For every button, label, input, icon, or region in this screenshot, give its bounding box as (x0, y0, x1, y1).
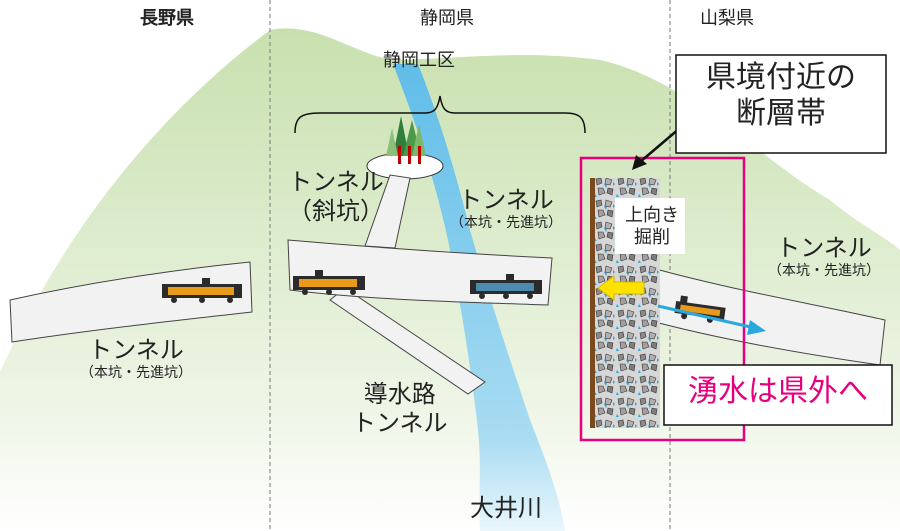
conduit-tunnel-label-line1: 導水路 (363, 380, 436, 408)
nagano-tunnel-label: トンネル （本坑・先進坑） (80, 336, 192, 382)
main-tunnel-label: トンネル （本坑・先進坑） (450, 186, 562, 232)
section-bracket (294, 95, 586, 134)
blue-arrow-head (747, 320, 766, 335)
water-outflow-box (663, 364, 893, 426)
blue-arrow-line (657, 304, 756, 330)
nagano-tunnel-label-line2: （本坑・先進坑） (80, 364, 192, 381)
upward-excavation-label: 上向き 掘削 (625, 205, 679, 248)
prefecture-nagano: 長野県 (140, 8, 194, 29)
callout-pointer-line (639, 127, 681, 163)
fault-highlight-frame (579, 156, 746, 442)
conduit-tunnel-label-line2: トンネル (352, 408, 448, 437)
tbm-machine-nagano (162, 278, 242, 303)
prefecture-shizuoka: 静岡県 (420, 8, 474, 29)
yellow-left-arrow (597, 275, 645, 301)
incline-tunnel-label: トンネル （斜坑） (288, 168, 384, 226)
main-tunnel-label-line2: （本坑・先進坑） (450, 214, 562, 231)
conduit-tunnel-label: 導水路 トンネル (352, 380, 448, 438)
yamanashi-tunnel-label-line1: トンネル (776, 234, 872, 262)
shizuoka-section-label: 静岡工区 (383, 50, 455, 71)
incline-tunnel-label-line2: （斜坑） (288, 196, 384, 225)
fault-zone-rocks-right (615, 250, 660, 428)
trees-icon (386, 116, 426, 164)
nagano-tunnel-label-line1: トンネル (88, 336, 184, 364)
main-tunnel-label-line1: トンネル (458, 186, 554, 214)
upward-excavation-line2: 掘削 (634, 226, 670, 248)
fault-callout-line2: 断層帯 (736, 96, 826, 131)
fault-callout-line1: 県境付近の (706, 60, 856, 95)
incline-tunnel-label-line1: トンネル (288, 168, 384, 196)
fault-zone-rocks-top (615, 178, 660, 198)
river-label: 大井川 (470, 494, 542, 522)
yamanashi-tunnel-label-line2: （本坑・先進坑） (768, 262, 880, 279)
tbm-machine-shizuoka-left (293, 270, 365, 295)
callout-pointer-head (632, 155, 647, 170)
yamanashi-tunnel-label: トンネル （本坑・先進坑） (768, 234, 880, 280)
upward-excavation-line1: 上向き (625, 205, 679, 226)
water-outflow-text: 湧水は県外へ (688, 374, 868, 409)
prefecture-yamanashi: 山梨県 (700, 8, 754, 29)
tbm-machine-shizuoka-right (470, 274, 542, 299)
fault-callout-box (675, 54, 887, 154)
fault-zone-rocks-left (595, 178, 615, 428)
upward-excavation-box (615, 198, 685, 254)
nagano-tunnel (9, 261, 253, 343)
fault-callout-text: 県境付近の 断層帯 (676, 60, 886, 132)
